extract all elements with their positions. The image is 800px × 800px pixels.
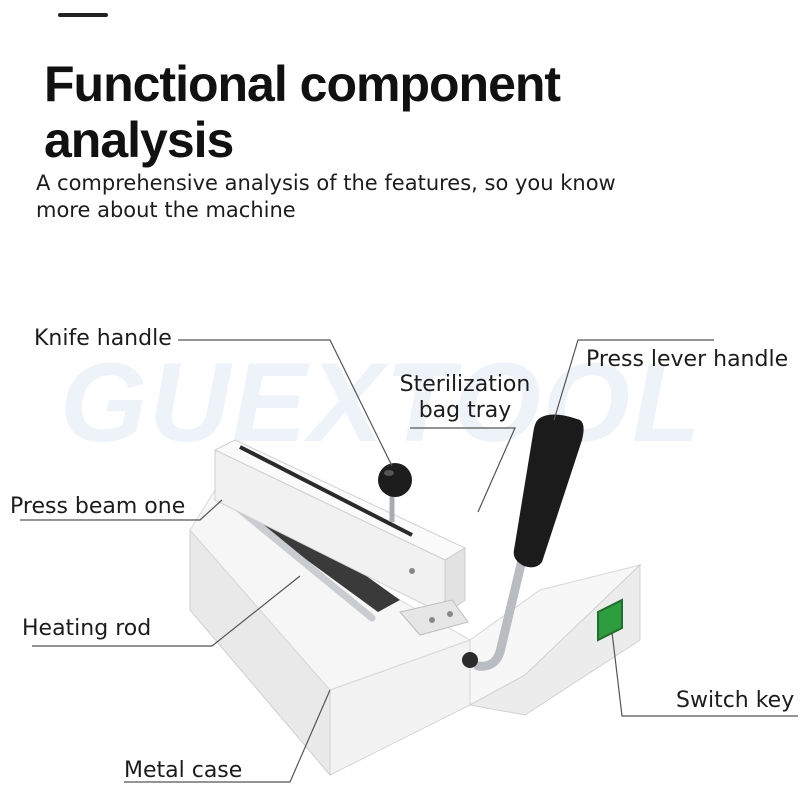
heating-rod-shape <box>224 496 376 622</box>
hinge-bracket <box>399 599 469 636</box>
press-lever-grip <box>513 414 584 568</box>
press-lever-rod <box>473 555 527 671</box>
press-beam-end <box>444 547 466 616</box>
heating-rod-leader <box>32 575 301 647</box>
metal-case-leader <box>124 689 331 783</box>
page-subtitle: A comprehensive analysis of the features… <box>36 171 616 222</box>
sterilization-tray-leader <box>410 427 516 513</box>
press-lever-leader <box>553 339 714 421</box>
callout-heating-rod: Heating rod <box>22 616 152 641</box>
brand-watermark: GUEXTOOL <box>60 340 703 465</box>
knife-handle-leader <box>178 339 393 467</box>
callout-knife-handle: Knife handle <box>34 326 172 351</box>
press-beam-leader <box>20 499 223 521</box>
knife-slot <box>239 445 413 537</box>
switch-key-leader <box>611 631 798 717</box>
callout-press-beam-one: Press beam one <box>10 494 186 519</box>
callout-metal-case: Metal case <box>124 758 243 783</box>
switch-key-shape <box>597 598 623 642</box>
knife-handle-knob <box>378 463 412 497</box>
hamburger-menu-icon[interactable] <box>58 0 110 24</box>
callout-switch-key: Switch key <box>676 688 795 713</box>
callout-sterilization-bag-tray: Sterilization bag tray <box>399 372 531 423</box>
page-title: Functional component analysis <box>44 56 561 168</box>
rear-housing-front <box>468 563 641 716</box>
callout-press-lever-handle: Press lever handle <box>586 347 789 372</box>
